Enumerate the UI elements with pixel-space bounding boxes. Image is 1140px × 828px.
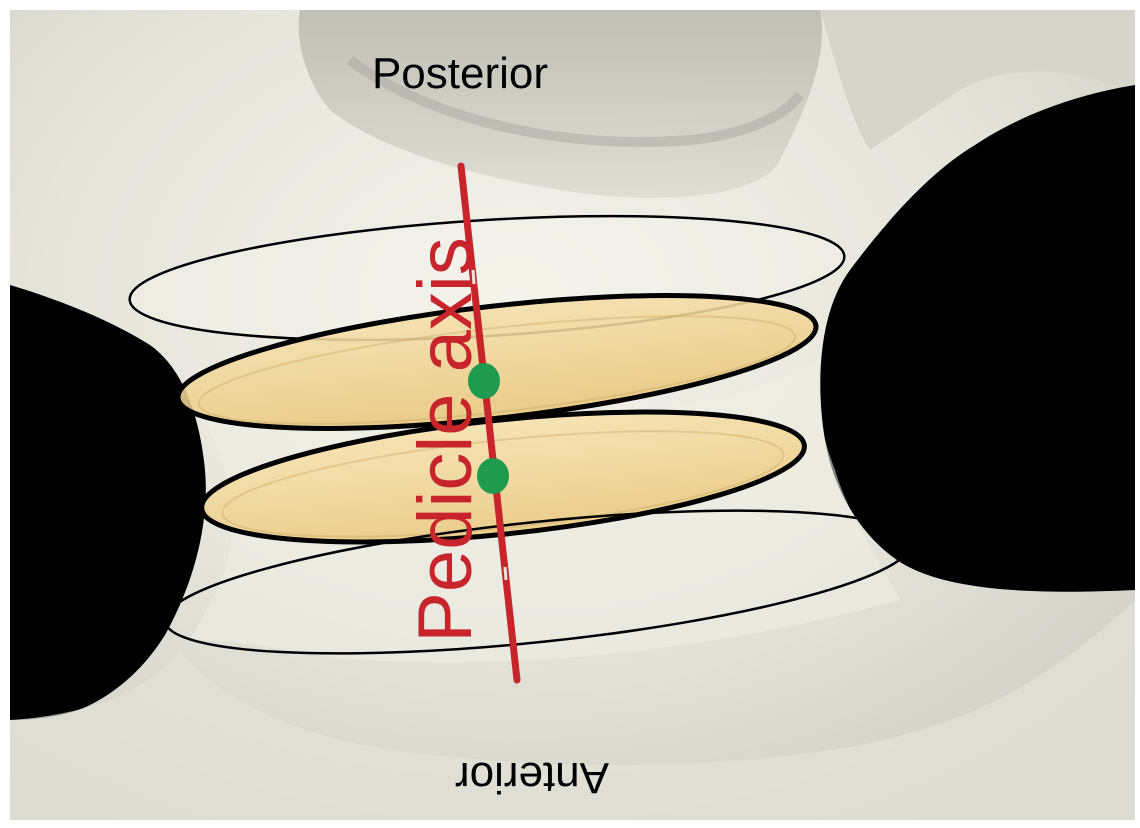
pedicle-axis-gap-2 [505,567,506,580]
posterior-label: Posterior [372,49,548,98]
anterior-label: Anterior [455,753,609,802]
pedicle-axis-label: Pedicle axis [403,237,488,643]
